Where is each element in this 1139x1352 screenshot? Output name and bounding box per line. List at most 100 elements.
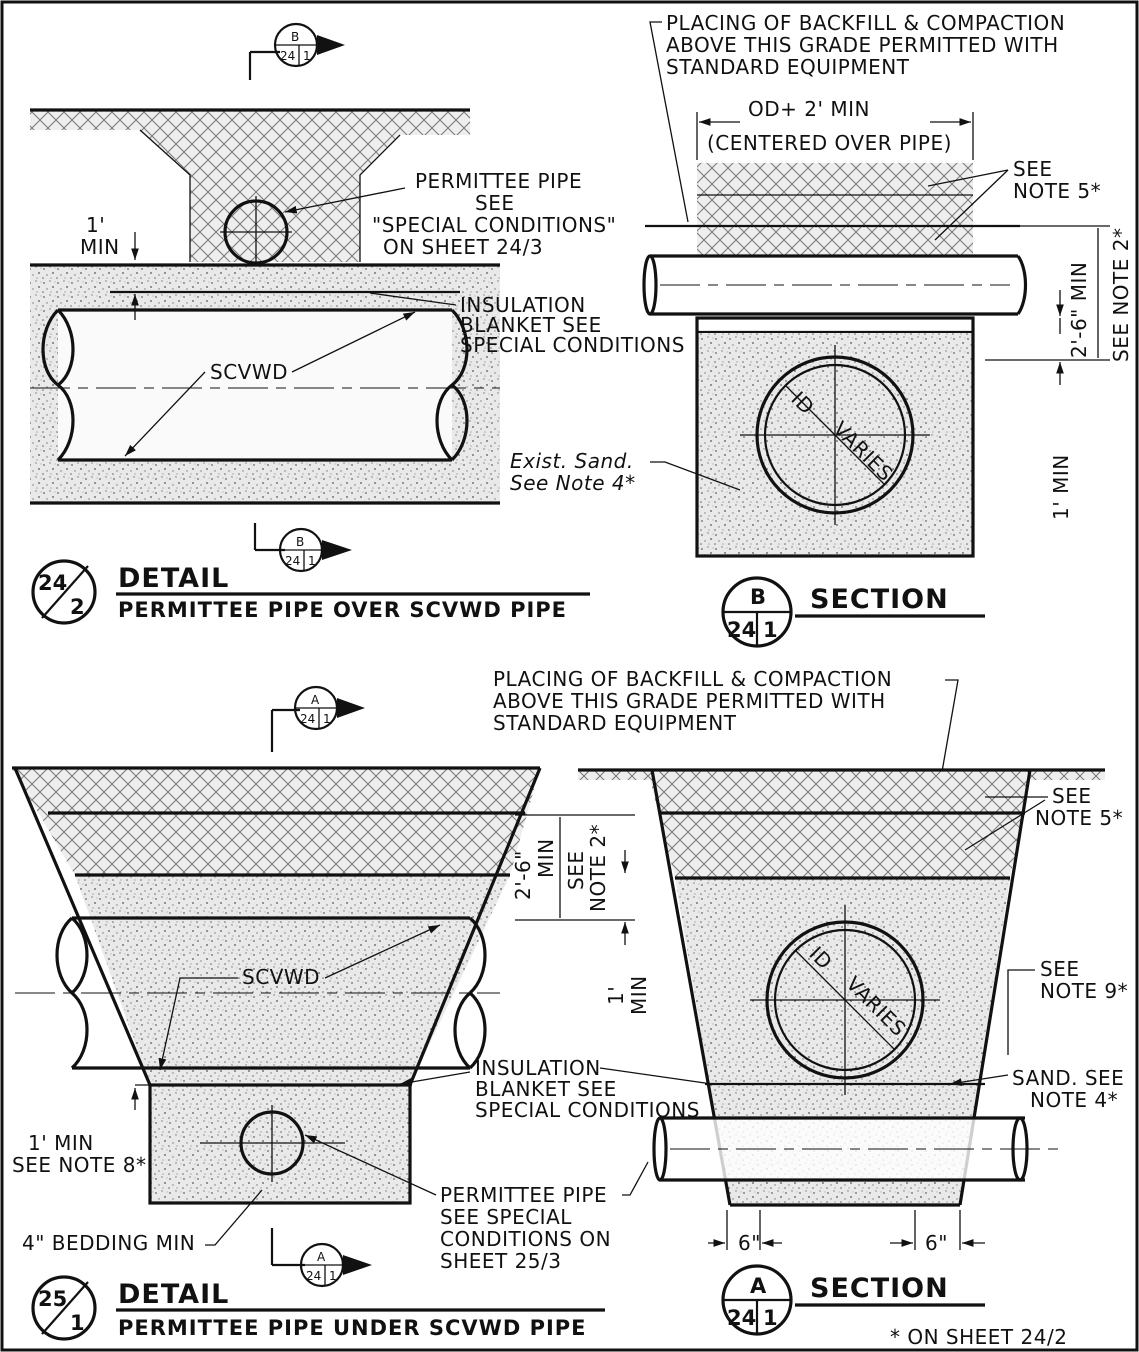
- label-placing-2: ABOVE THIS GRADE PERMITTED WITH: [666, 33, 1059, 57]
- section-title: SECTION: [810, 1273, 949, 1304]
- label-placing-3: STANDARD EQUIPMENT: [666, 55, 910, 79]
- section-a-backfill: [578, 770, 1105, 878]
- label-1ft: 1': [86, 213, 105, 237]
- label-sand-see: SAND. SEE: [1012, 1066, 1124, 1090]
- section-page: 1: [763, 1306, 778, 1330]
- section-a-title-block: A 24 1 SECTION: [721, 1264, 985, 1336]
- label-bedding: 4" BEDDING MIN: [22, 1231, 195, 1255]
- lower-bedding-box: [150, 1085, 410, 1203]
- label-sheet-25-3: SHEET 25/3: [440, 1249, 562, 1273]
- trench-sand-bottom: [75, 875, 510, 1085]
- cut-marker-letter: B: [296, 535, 304, 549]
- bubble-detail-number: 24: [38, 571, 67, 595]
- label-conditions-on: CONDITIONS ON: [440, 1227, 611, 1251]
- trench-backfill-hatch-bottom: [12, 768, 540, 875]
- label-permittee-pipe: PERMITTEE PIPE: [415, 169, 582, 193]
- label-placing-1: PLACING OF BACKFILL & COMPACTION: [666, 11, 1065, 35]
- label-min: MIN: [80, 235, 120, 259]
- section-a-view: PLACING OF BACKFILL & COMPACTION ABOVE T…: [493, 667, 1128, 1349]
- label-see-special: SEE SPECIAL: [440, 1205, 572, 1229]
- section-a-permittee-pipe: [652, 1116, 1065, 1182]
- label-note4: NOTE 4*: [1030, 1088, 1118, 1112]
- label-dim-min: 2'-6" MIN: [1067, 262, 1091, 358]
- label-see-note5-1: SEE: [1052, 784, 1091, 808]
- label-see-note8: SEE NOTE 8*: [12, 1153, 146, 1177]
- section-page: 1: [763, 618, 778, 642]
- cut-marker-letter: A: [317, 1250, 326, 1264]
- label-dim-min: MIN: [534, 838, 558, 878]
- label-blanket-see: BLANKET SEE: [460, 313, 602, 337]
- label-see-note5-2: NOTE 5*: [1035, 806, 1123, 830]
- detail-title: DETAIL: [118, 563, 229, 594]
- bubble-detail-number: 25: [38, 1287, 67, 1311]
- cut-marker-bottom-b: B 24 1: [253, 523, 352, 573]
- section-b-view: PLACING OF BACKFILL & COMPACTION ABOVE T…: [510, 11, 1133, 648]
- label-see: SEE: [475, 191, 514, 215]
- scvwd-pipe: [30, 308, 500, 462]
- cut-marker-page: 1: [329, 1269, 337, 1283]
- label-see-note4: See Note 4*: [510, 471, 636, 495]
- label-exist-sand: Exist. Sand.: [510, 449, 634, 473]
- label-placing-3: STANDARD EQUIPMENT: [493, 711, 737, 735]
- label-min: MIN: [627, 975, 651, 1015]
- section-sheet: 24: [727, 618, 756, 642]
- cut-marker-letter: A: [311, 693, 320, 707]
- label-1ft: 1': [604, 986, 628, 1005]
- cut-marker-top-b: B 24 1: [248, 22, 345, 80]
- detail-subtitle: PERMITTEE PIPE OVER SCVWD PIPE: [118, 598, 567, 622]
- label-six-left: 6": [738, 1231, 761, 1255]
- label-see-note9-1: SEE: [1040, 957, 1079, 981]
- label-placing-2: ABOVE THIS GRADE PERMITTED WITH: [493, 689, 886, 713]
- cut-marker-sheet: 24: [306, 1269, 321, 1283]
- section-letter: A: [750, 1274, 767, 1298]
- label-dim-2ft6: 2'-6": [511, 850, 535, 900]
- cut-marker-page: 1: [308, 554, 316, 568]
- label-special-conditions: "SPECIAL CONDITIONS": [372, 213, 616, 237]
- label-special-conditions-2: SPECIAL CONDITIONS: [460, 333, 685, 357]
- section-sheet: 24: [727, 1306, 756, 1330]
- section-b-backfill: [697, 163, 973, 255]
- section-b-title-block: B 24 1 SECTION: [721, 576, 985, 648]
- label-1ft-min: 1' MIN: [28, 1131, 94, 1155]
- label-see-note2: SEE NOTE 2*: [1109, 228, 1133, 362]
- scvwd-pipe-bottom: [15, 916, 500, 1070]
- label-centered: (CENTERED OVER PIPE): [707, 131, 952, 155]
- detail-over-view: B 24 1 1': [30, 22, 685, 625]
- cut-marker-page: 1: [323, 712, 331, 726]
- label-placing-1: PLACING OF BACKFILL & COMPACTION: [493, 667, 892, 691]
- cut-marker-sheet: 24: [300, 712, 315, 726]
- label-scvwd-bottom: SCVWD: [242, 965, 320, 989]
- detail-subtitle: PERMITTEE PIPE UNDER SCVWD PIPE: [118, 1316, 587, 1340]
- label-insulation-bottom: INSULATION: [475, 1056, 601, 1080]
- label-insulation: INSULATION: [460, 293, 586, 317]
- label-see: SEE: [564, 851, 588, 890]
- detail-title-block-bottom: 25 1 DETAIL PERMITTEE PIPE UNDER SCVWD P…: [31, 1275, 605, 1341]
- label-on-sheet: ON SHEET 24/3: [383, 235, 543, 259]
- cut-marker-page: 1: [303, 49, 311, 63]
- label-scvwd: SCVWD: [210, 360, 288, 384]
- bubble-sheet-number: 2: [70, 595, 85, 619]
- cut-marker-bottom-a: A 24 1: [270, 1228, 372, 1288]
- label-see-note5-1: SEE: [1013, 157, 1052, 181]
- detail-title: DETAIL: [118, 1279, 229, 1310]
- footnote: * ON SHEET 24/2: [890, 1325, 1067, 1349]
- label-note2: NOTE 2*: [586, 824, 610, 912]
- section-letter: B: [750, 585, 766, 609]
- label-one-min: 1' MIN: [1049, 454, 1073, 520]
- cut-marker-top-a: A 24 1: [270, 685, 365, 752]
- label-see-note5-2: NOTE 5*: [1013, 179, 1101, 203]
- section-title: SECTION: [810, 584, 949, 615]
- label-see-note9-2: NOTE 9*: [1040, 979, 1128, 1003]
- detail-title-block-top: 24 2 DETAIL PERMITTEE PIPE OVER SCVWD PI…: [31, 559, 590, 625]
- label-blanket-see-bottom: BLANKET SEE: [475, 1077, 617, 1101]
- cut-marker-sheet: 24: [285, 554, 300, 568]
- label-six-right: 6": [925, 1231, 948, 1255]
- label-permittee-pipe-bottom: PERMITTEE PIPE: [440, 1183, 607, 1207]
- bubble-sheet-number: 1: [70, 1311, 85, 1335]
- section-b-permittee-pipe: [642, 254, 1028, 316]
- label-od: OD+ 2' MIN: [748, 97, 870, 121]
- cut-marker-sheet: 24: [280, 49, 295, 63]
- cut-marker-letter: B: [291, 30, 299, 44]
